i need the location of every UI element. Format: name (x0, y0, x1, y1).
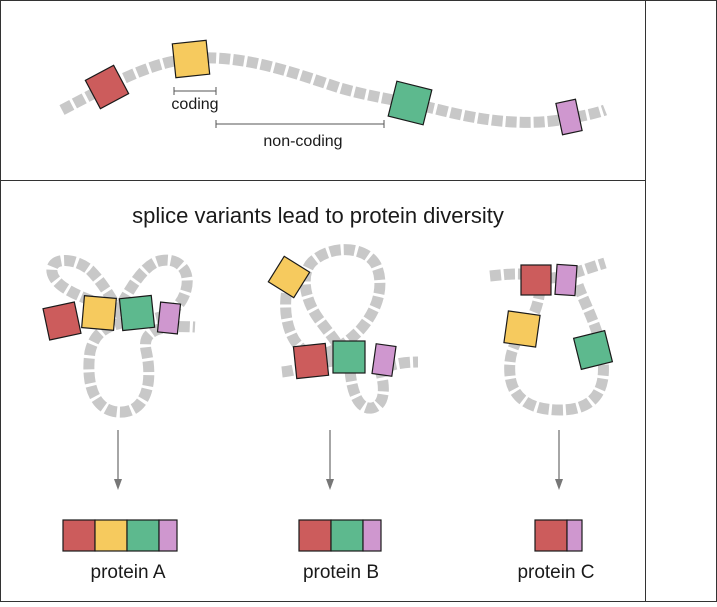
protein-c-label: protein C (517, 562, 594, 583)
panel-title: splice variants lead to protein diversit… (132, 203, 504, 228)
strand-a (46, 254, 196, 418)
noncoding-bracket (215, 120, 385, 128)
exon-purple (156, 301, 182, 335)
protein-b-label: protein B (303, 562, 379, 583)
exon-green (572, 329, 614, 371)
exon-yellow (171, 39, 211, 79)
protein-b-exon-purple (362, 519, 382, 552)
protein-b-exon-red (298, 519, 332, 552)
protein-a-label: protein A (91, 562, 166, 583)
protein-b-exon-green (330, 519, 364, 552)
exon-purple (371, 343, 397, 377)
exon-red (42, 301, 82, 341)
protein-c-exon-purple (566, 519, 583, 552)
exon-green (332, 340, 366, 374)
protein-a-exon-green (126, 519, 160, 552)
protein-a: protein A (62, 519, 178, 583)
coding-bracket (173, 87, 217, 95)
exon-yellow (81, 295, 117, 331)
variant-a (42, 254, 196, 418)
variant-b (267, 244, 419, 414)
protein-a-exon-yellow (94, 519, 128, 552)
exon-purple (554, 263, 578, 297)
gene-strand (59, 52, 608, 128)
protein-a-exon-purple (158, 519, 178, 552)
protein-a-exon-red (62, 519, 96, 552)
arrow-b (326, 430, 334, 490)
exon-red (520, 264, 552, 296)
arrow-c (555, 430, 563, 490)
exon-green (387, 80, 433, 126)
exon-purple (555, 98, 583, 136)
exon-yellow (267, 255, 311, 299)
exon-red (84, 64, 130, 110)
top-panel: coding non-coding (59, 39, 608, 150)
exon-red (292, 342, 330, 380)
protein-b: protein B (298, 519, 382, 583)
arrow-a (114, 430, 122, 490)
exon-green (118, 294, 156, 332)
protein-c: protein C (517, 519, 595, 583)
variant-c (489, 257, 614, 416)
noncoding-label: non-coding (263, 133, 342, 150)
coding-label: coding (171, 96, 218, 113)
protein-c-exon-red (534, 519, 568, 552)
exon-yellow (503, 310, 541, 348)
